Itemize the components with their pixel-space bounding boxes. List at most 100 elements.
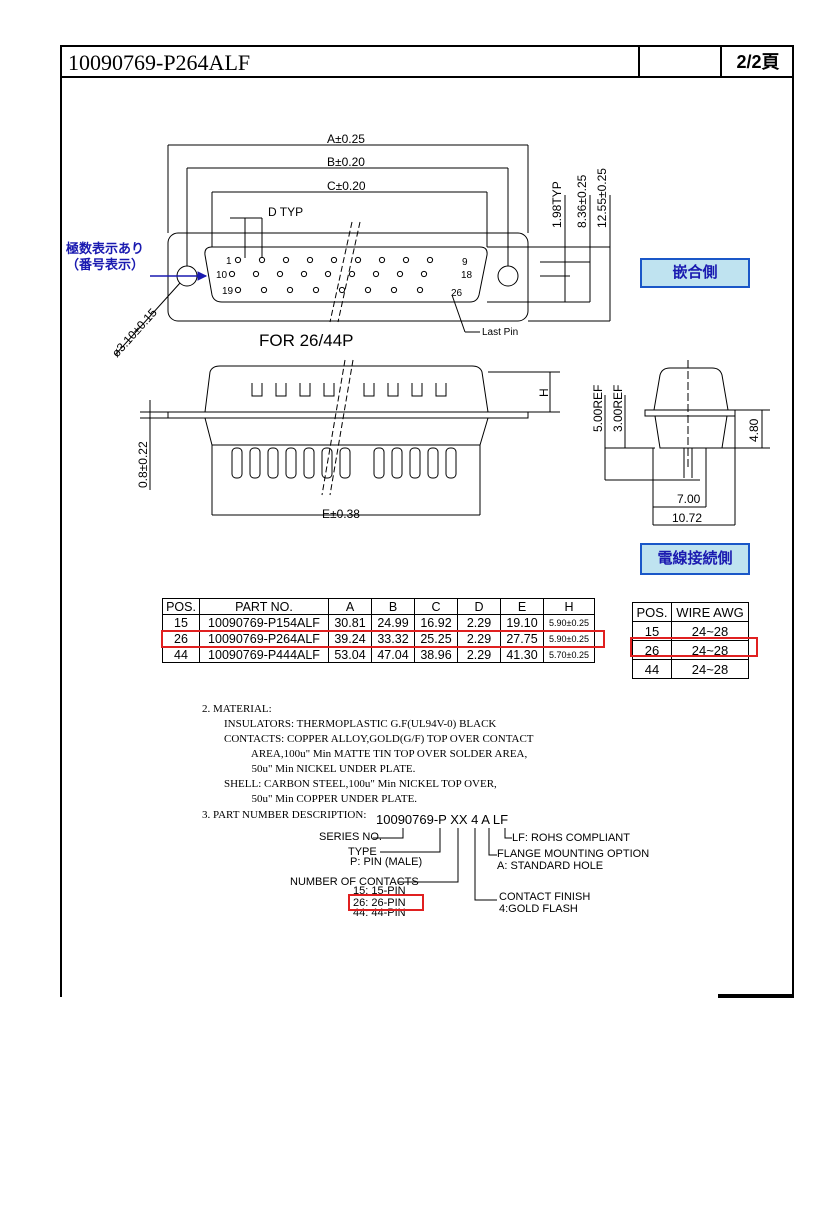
spec-table-header: POS. PART NO. A B C D E H xyxy=(162,598,595,615)
type-p-label: P: PIN (MALE) xyxy=(350,856,423,868)
pin-19-label: 19 xyxy=(222,286,234,297)
side-body xyxy=(204,365,489,413)
pin-contact xyxy=(252,270,260,278)
pn-desc-title: 3. PART NUMBER DESCRIPTION: xyxy=(202,809,367,821)
pin-contact xyxy=(306,256,314,264)
last-pin-label: Last Pin xyxy=(482,327,518,338)
dim-198: 1.98TYP xyxy=(550,181,564,228)
dim-h: H xyxy=(537,388,551,397)
dim-5ref: 5.00REF xyxy=(591,385,605,432)
contact-window xyxy=(411,383,423,397)
pin-contact xyxy=(228,270,236,278)
dim-08: 0.8±0.22 xyxy=(136,441,150,488)
solder-tail xyxy=(231,447,243,479)
solder-tail xyxy=(391,447,403,479)
solder-tail xyxy=(321,447,333,479)
pin-contact xyxy=(348,270,356,278)
dim-b: B±0.20 xyxy=(327,155,365,169)
solder-tail xyxy=(373,447,385,479)
pn-code: 10090769-P XX 4 A LF xyxy=(376,812,509,827)
col-header: POS. xyxy=(162,598,200,615)
contact-window xyxy=(275,383,287,397)
contacts-44: 44: 44-PIN xyxy=(353,907,406,919)
pin-contact xyxy=(258,256,266,264)
for-label: FOR 26/44P xyxy=(259,331,354,350)
type-label: TYPE xyxy=(348,846,377,858)
dim-700: 7.00 xyxy=(677,492,701,506)
row-highlight xyxy=(161,630,605,648)
polarity-note-line-2: （番号表示） xyxy=(66,257,145,272)
bottom-bar xyxy=(718,994,794,998)
pin-contact xyxy=(364,286,372,294)
contacts-highlight xyxy=(348,894,424,911)
finish-4-label: 4:GOLD FLASH xyxy=(499,903,578,915)
dim-e: E±0.38 xyxy=(322,507,360,521)
contact-window xyxy=(251,383,263,397)
pin-contact xyxy=(402,256,410,264)
finish-label: CONTACT FINISH xyxy=(499,891,591,903)
pin-contact xyxy=(354,256,362,264)
contacts-15: 15: 15-PIN xyxy=(353,885,406,897)
dim-3ref: 3.00REF xyxy=(611,385,625,432)
dim-836: 8.36±0.25 xyxy=(575,174,589,228)
pin-26-label: 26 xyxy=(451,288,463,299)
solder-tail xyxy=(303,447,315,479)
pin-18-label: 18 xyxy=(461,270,473,281)
pin-10-label: 10 xyxy=(216,270,228,281)
pin-contact xyxy=(426,256,434,264)
contacts-26: 26: 26-PIN xyxy=(353,897,406,909)
dim-a: A±0.25 xyxy=(327,132,365,146)
solder-tail xyxy=(285,447,297,479)
pin-contact xyxy=(390,286,398,294)
end-body xyxy=(653,367,729,411)
pin-contact xyxy=(420,270,428,278)
title-block: 10090769-P264ALF 2/2頁 xyxy=(60,45,794,78)
flange-a-label: A: STANDARD HOLE xyxy=(497,860,604,872)
solder-tail xyxy=(445,447,457,479)
flange-outline xyxy=(167,232,529,322)
num-contacts-label: NUMBER OF CONTACTS xyxy=(290,876,419,888)
dim-1255: 12.55±0.25 xyxy=(595,168,609,228)
solder-tail xyxy=(249,447,261,479)
pin-contact xyxy=(372,270,380,278)
pin-contact xyxy=(234,256,242,264)
d-shell-outline xyxy=(204,246,488,303)
solder-tail xyxy=(409,447,421,479)
solder-tail xyxy=(267,447,279,479)
solder-tail xyxy=(339,447,351,479)
pin-rows xyxy=(228,256,434,294)
wire-row-highlight xyxy=(630,637,758,657)
pin-contact xyxy=(378,256,386,264)
polarity-note: 極数表示あり （番号表示） xyxy=(66,241,144,273)
solder-tail xyxy=(427,447,439,479)
mating-side-label: 嵌合側 xyxy=(640,258,750,288)
pin-contact xyxy=(286,286,294,294)
pin-contact xyxy=(276,270,284,278)
wire-table-header: POS. WIRE AWG xyxy=(632,602,749,622)
pin-contact xyxy=(330,256,338,264)
pin-contact xyxy=(338,286,346,294)
contact-window xyxy=(299,383,311,397)
contact-window xyxy=(387,383,399,397)
dim-1072: 10.72 xyxy=(672,511,702,525)
pin-9-label: 9 xyxy=(462,257,468,268)
pin-contact xyxy=(260,286,268,294)
dim-d: D TYP xyxy=(268,205,303,219)
contact-window xyxy=(363,383,375,397)
pin-contact xyxy=(324,270,332,278)
title-block-cell xyxy=(638,47,722,76)
pin-contact xyxy=(312,286,320,294)
flange-label: FLANGE MOUNTING OPTION xyxy=(497,848,650,860)
lf-label: LF: ROHS COMPLIANT xyxy=(512,832,630,844)
pin-1-label: 1 xyxy=(226,256,232,267)
pin-contact xyxy=(234,286,242,294)
series-label: SERIES NO. xyxy=(319,831,382,843)
dim-480: 4.80 xyxy=(747,418,761,442)
material-notes: 2. MATERIAL: INSULATORS: THERMOPLASTIC G… xyxy=(202,703,534,805)
wire-side-label: 電線接続側 xyxy=(640,543,750,575)
